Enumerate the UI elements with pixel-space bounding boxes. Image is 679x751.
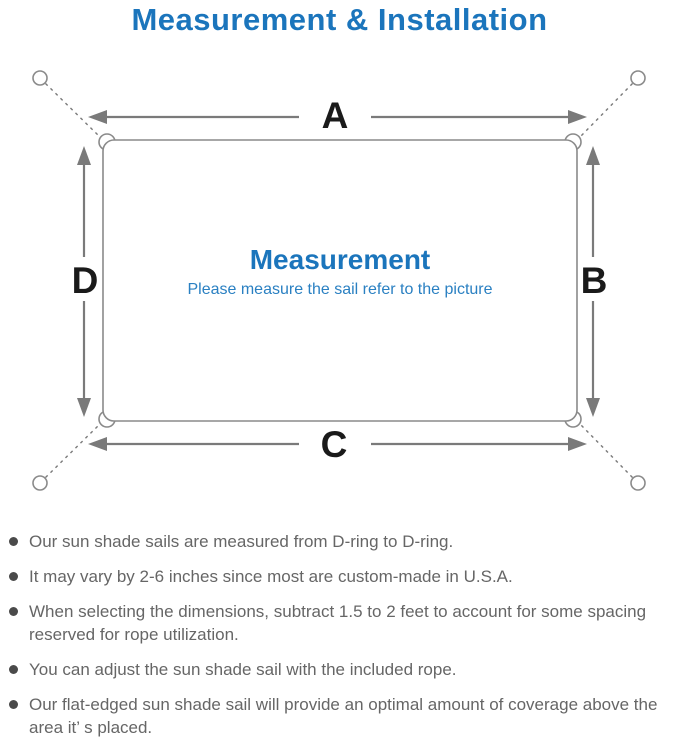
- dimension-d: [77, 146, 91, 417]
- dimension-c: [88, 437, 587, 451]
- arrow-up-icon: [77, 146, 91, 165]
- note-text: You can adjust the sun shade sail with t…: [29, 660, 457, 679]
- dimension-a: [88, 110, 587, 124]
- rope-line-top-right: [578, 83, 633, 139]
- list-item: You can adjust the sun shade sail with t…: [9, 658, 677, 681]
- notes-list: Our sun shade sails are measured from D-…: [9, 530, 677, 751]
- dimension-label-a: A: [322, 95, 349, 136]
- bullet-icon: [9, 572, 18, 581]
- list-item: When selecting the dimensions, subtract …: [9, 600, 677, 646]
- bullet-icon: [9, 700, 18, 709]
- dimension-label-d: D: [72, 260, 99, 301]
- arrow-right-icon: [568, 437, 587, 451]
- bullet-icon: [9, 607, 18, 616]
- arrow-down-icon: [77, 398, 91, 417]
- measurement-diagram: A C D B Measurement Please measure the s…: [32, 70, 646, 491]
- arrow-up-icon: [586, 146, 600, 165]
- bullet-icon: [9, 665, 18, 674]
- arrow-left-icon: [88, 437, 107, 451]
- arrow-left-icon: [88, 110, 107, 124]
- dimension-label-c: C: [321, 424, 348, 465]
- rope-line-top-left: [45, 83, 102, 139]
- dimension-b: [586, 146, 600, 417]
- rope-dashed-lines: [45, 83, 633, 478]
- anchor-circle-bottom-right: [630, 475, 646, 491]
- note-text: Our sun shade sails are measured from D-…: [29, 532, 454, 551]
- anchor-circle-top-left: [32, 70, 48, 86]
- arrow-right-icon: [568, 110, 587, 124]
- anchor-points: [32, 70, 646, 491]
- list-item: Our sun shade sails are measured from D-…: [9, 530, 677, 553]
- bullet-icon: [9, 537, 18, 546]
- anchor-circle-bottom-left: [32, 475, 48, 491]
- note-text: It may vary by 2-6 inches since most are…: [29, 567, 513, 586]
- list-item: It may vary by 2-6 inches since most are…: [9, 565, 677, 588]
- sail-rectangle: [102, 139, 578, 422]
- list-item: Our flat-edged sun shade sail will provi…: [9, 693, 677, 739]
- diagram-center-subheading: Please measure the sail refer to the pic…: [187, 281, 492, 298]
- rope-line-bottom-left: [45, 422, 102, 478]
- diagram-center-heading: Measurement: [250, 244, 431, 275]
- arrow-down-icon: [586, 398, 600, 417]
- rope-line-bottom-right: [578, 422, 633, 478]
- dimension-label-b: B: [581, 260, 608, 301]
- anchor-circle-top-right: [630, 70, 646, 86]
- note-text: Our flat-edged sun shade sail will provi…: [29, 695, 658, 737]
- page-title: Measurement & Installation: [131, 2, 548, 37]
- note-text: When selecting the dimensions, subtract …: [29, 602, 647, 644]
